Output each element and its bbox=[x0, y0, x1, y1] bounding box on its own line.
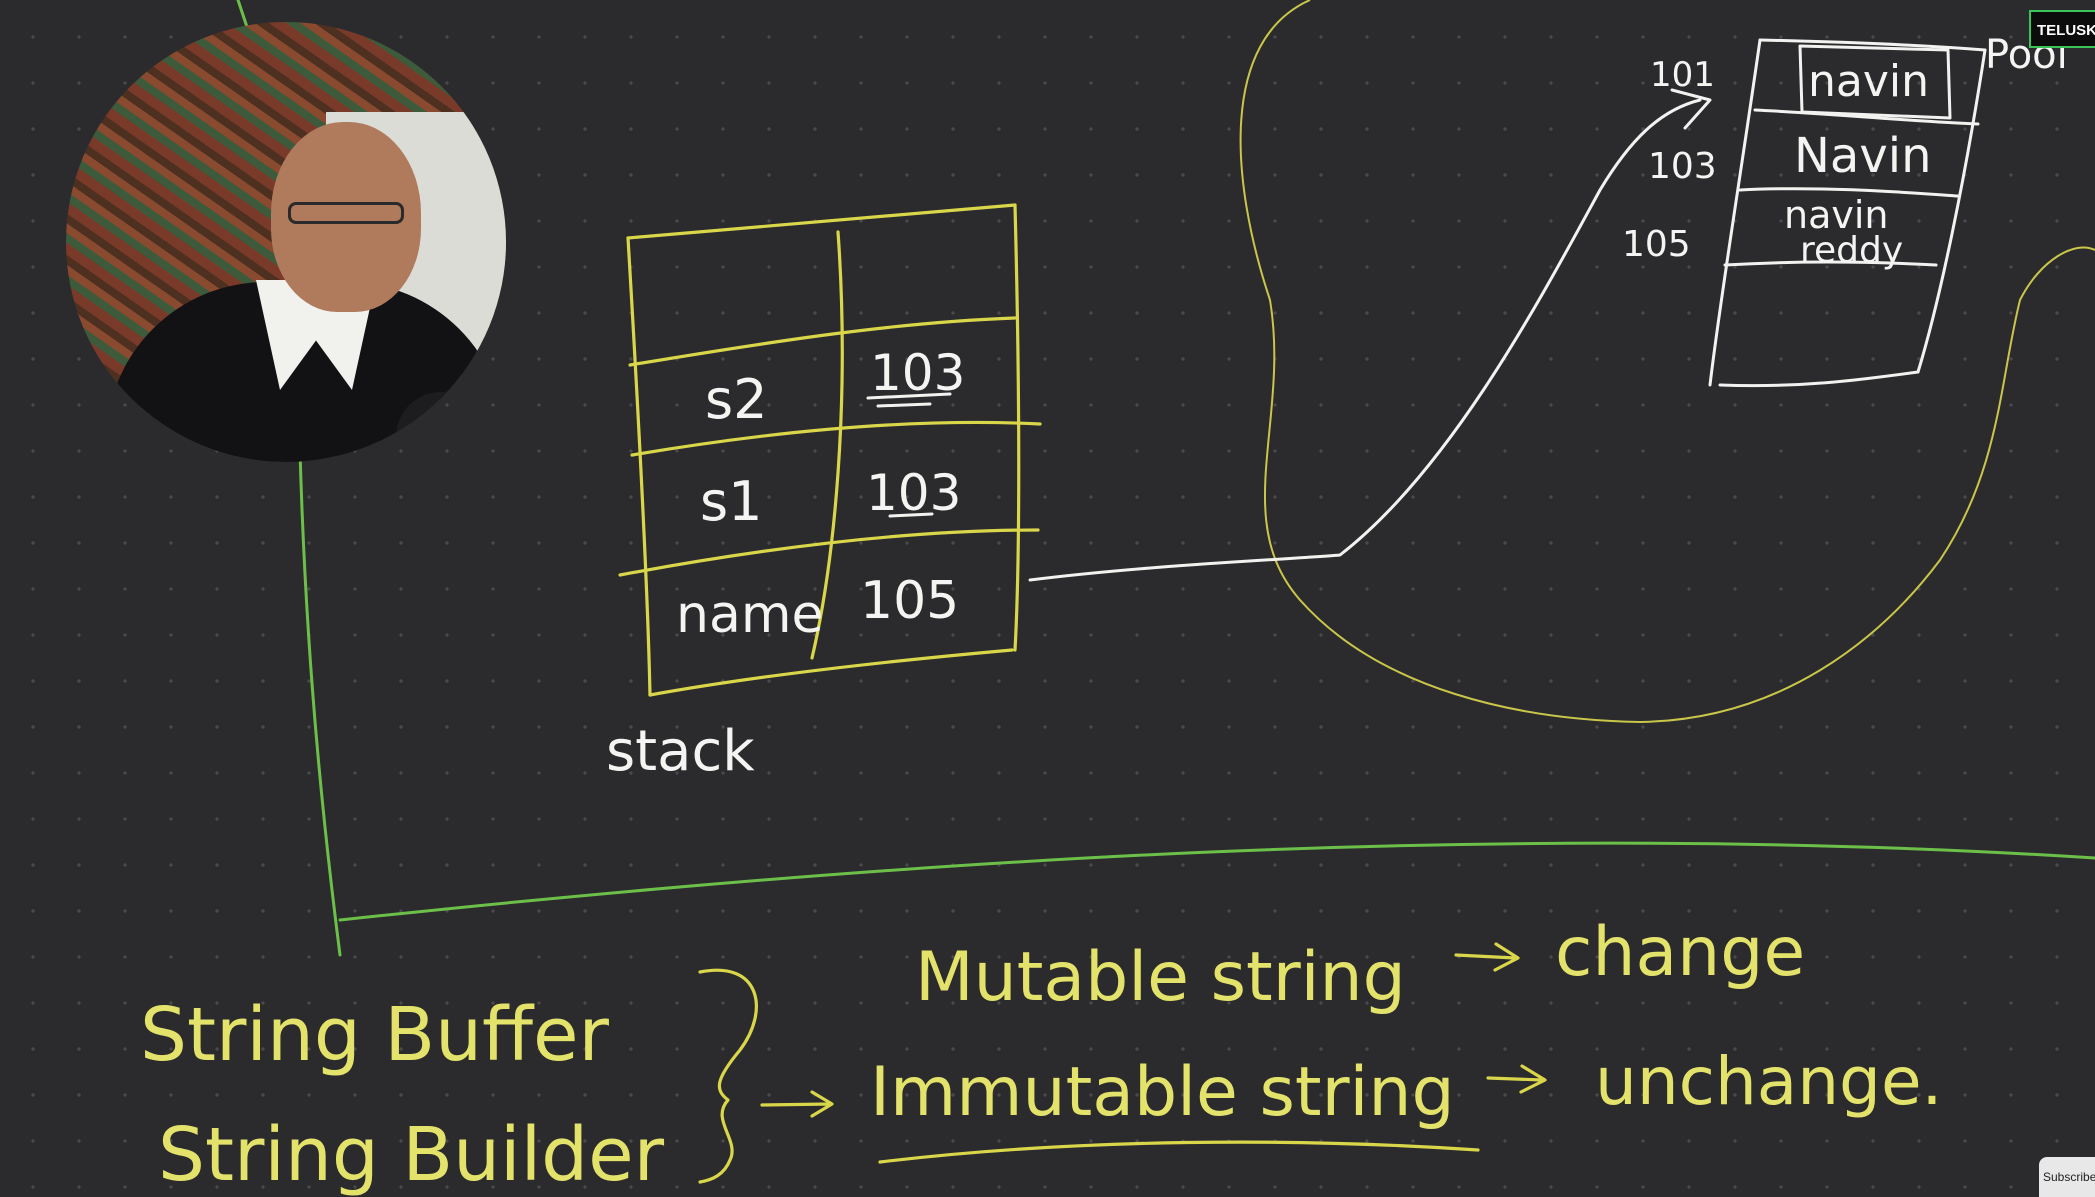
divider-horizontal bbox=[338, 841, 2095, 922]
stack-var-name: name bbox=[676, 585, 823, 645]
brace bbox=[698, 968, 758, 1184]
arrow-to-change bbox=[1454, 942, 1520, 972]
heap-address-103: 103 bbox=[1648, 146, 1717, 187]
stack-label: stack bbox=[606, 719, 755, 784]
heap-value-101: navin bbox=[1808, 56, 1929, 107]
heap-outline bbox=[1239, 0, 2095, 724]
note-unchange: unchange. bbox=[1595, 1043, 1943, 1120]
microphone bbox=[396, 392, 486, 462]
heap-table bbox=[1708, 38, 1987, 388]
reference-arrowhead bbox=[1670, 88, 1712, 130]
note-change: change bbox=[1555, 913, 1805, 992]
stack-table bbox=[618, 203, 1042, 697]
heap-address-105: 105 bbox=[1622, 224, 1691, 265]
stack-value-s2: 103 bbox=[870, 344, 965, 402]
presenter-webcam bbox=[66, 22, 506, 462]
stack-var-s1: s1 bbox=[700, 470, 763, 533]
note-string-buffer: String Buffer bbox=[140, 992, 610, 1078]
underline-s1 bbox=[888, 512, 934, 518]
note-immutable: Immutable string bbox=[870, 1053, 1455, 1132]
underline-s2 bbox=[866, 392, 952, 408]
heap-address-101: 101 bbox=[1650, 55, 1715, 95]
note-mutable: Mutable string bbox=[915, 938, 1406, 1017]
channel-badge[interactable]: TELUSK bbox=[2029, 10, 2095, 48]
underline-immutable bbox=[878, 1140, 1480, 1164]
arrow-to-immutable bbox=[760, 1090, 834, 1118]
arrow-to-unchange bbox=[1486, 1064, 1547, 1094]
subscribe-button[interactable]: Subscribe bbox=[2039, 1157, 2095, 1197]
stack-var-s2: s2 bbox=[705, 368, 768, 431]
heap-value-105-line2: reddy bbox=[1800, 230, 1903, 271]
stack-value-name: 105 bbox=[860, 571, 959, 631]
heap-value-105-line1: navin bbox=[1784, 193, 1889, 237]
stack-value-s1: 103 bbox=[866, 464, 961, 522]
reference-arrow bbox=[1028, 98, 1702, 582]
glasses bbox=[288, 202, 404, 224]
heap-value-103: Navin bbox=[1794, 128, 1931, 184]
note-string-builder: String Builder bbox=[158, 1112, 665, 1197]
